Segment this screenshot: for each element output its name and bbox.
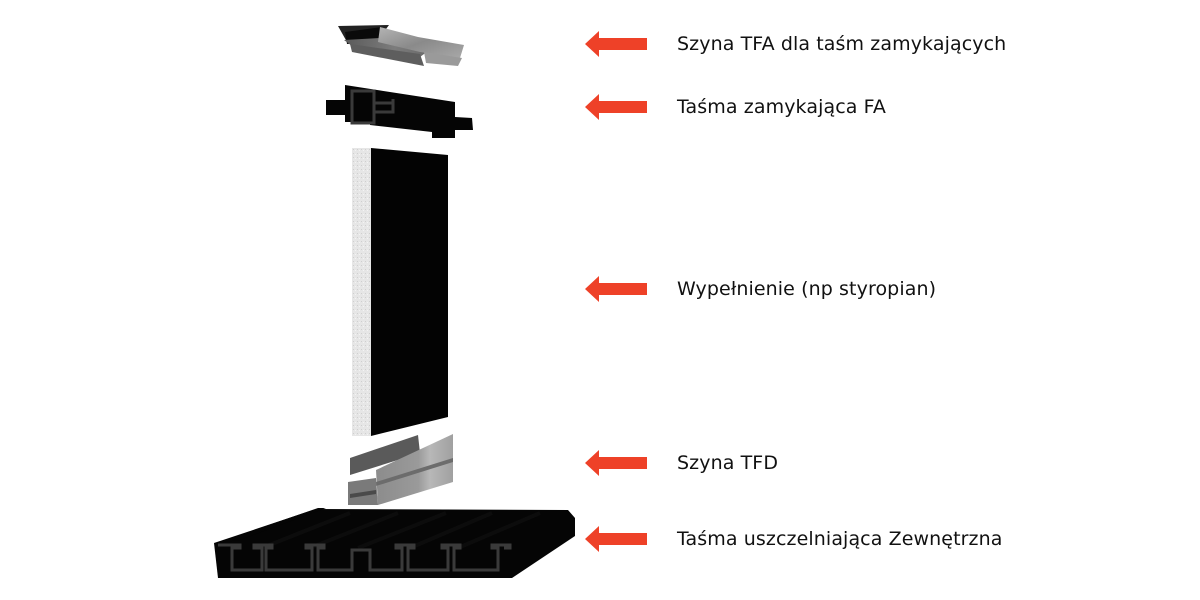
label-row-closing-strip: Taśma zamykająca FA	[585, 92, 886, 122]
arrow-left-icon	[585, 526, 647, 552]
sealing-strip	[214, 508, 575, 578]
label-row-bottom-rail: Szyna TFD	[585, 448, 778, 478]
label-top-rail: Szyna TFA dla taśm zamykających	[677, 33, 1007, 55]
arrow-left-icon	[585, 94, 647, 120]
top-rail	[338, 25, 464, 66]
closing-strip	[326, 85, 473, 138]
arrow-left-icon	[585, 276, 647, 302]
label-closing-strip: Taśma zamykająca FA	[677, 96, 887, 118]
label-sealing-strip: Taśma uszczelniająca Zewnętrzna	[677, 528, 1003, 550]
label-row-sealing-strip: Taśma uszczelniająca Zewnętrzna	[585, 524, 1003, 554]
label-bottom-rail: Szyna TFD	[677, 452, 779, 474]
label-row-filling-panel: Wypełnienie (np styropian)	[585, 274, 936, 304]
arrow-left-icon	[585, 450, 647, 476]
bottom-rail	[348, 434, 453, 505]
arrow-left-icon	[585, 31, 647, 57]
label-row-top-rail: Szyna TFA dla taśm zamykających	[585, 29, 1006, 59]
label-filling-panel: Wypełnienie (np styropian)	[677, 278, 937, 300]
filling-panel	[352, 148, 448, 436]
